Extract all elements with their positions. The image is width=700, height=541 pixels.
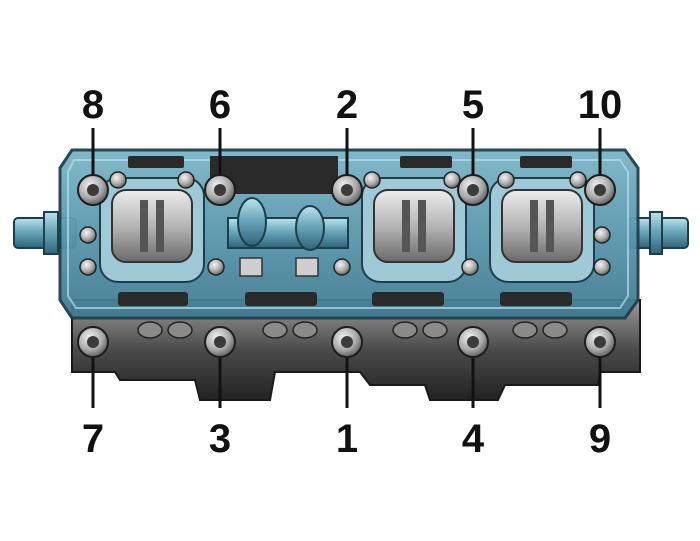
head-bolt-3 bbox=[204, 326, 236, 358]
bolt-label-7: 7 bbox=[82, 417, 104, 461]
bearing-cap-1 bbox=[99, 177, 205, 283]
bolt-labels-top: 8 6 2 5 10 bbox=[82, 83, 622, 127]
head-bolt-4 bbox=[457, 326, 489, 358]
head-bolts-top bbox=[77, 174, 616, 206]
head-bolt-10 bbox=[584, 174, 616, 206]
bolt-label-9: 9 bbox=[589, 417, 611, 461]
head-bolt-1 bbox=[331, 326, 363, 358]
bolt-label-1: 1 bbox=[336, 417, 358, 461]
camshaft-lobes bbox=[227, 197, 349, 277]
head-slots bbox=[118, 292, 572, 306]
leader-lines bbox=[91, 128, 602, 408]
head-bolt-5 bbox=[457, 174, 489, 206]
bolt-label-8: 8 bbox=[82, 83, 104, 127]
bearing-cap-4 bbox=[489, 177, 595, 283]
bolt-label-2: 2 bbox=[336, 83, 358, 127]
bolt-labels-bottom: 7 3 1 4 9 bbox=[82, 417, 611, 461]
head-bolt-6 bbox=[204, 174, 236, 206]
bearing-caps bbox=[99, 177, 595, 283]
head-bolt-2 bbox=[331, 174, 363, 206]
bolt-label-5: 5 bbox=[462, 83, 484, 127]
valve-caps-lower bbox=[137, 321, 568, 339]
bolt-label-10: 10 bbox=[578, 83, 623, 127]
head-bolt-8 bbox=[77, 174, 109, 206]
bolt-label-4: 4 bbox=[462, 417, 485, 461]
head-bolt-9 bbox=[584, 326, 616, 358]
cap-nuts bbox=[79, 171, 611, 276]
bolt-label-3: 3 bbox=[209, 417, 231, 461]
bearing-cap-3 bbox=[361, 177, 467, 283]
head-bolts-bottom bbox=[77, 326, 616, 358]
bolt-label-6: 6 bbox=[209, 83, 231, 127]
head-bolt-7 bbox=[77, 326, 109, 358]
